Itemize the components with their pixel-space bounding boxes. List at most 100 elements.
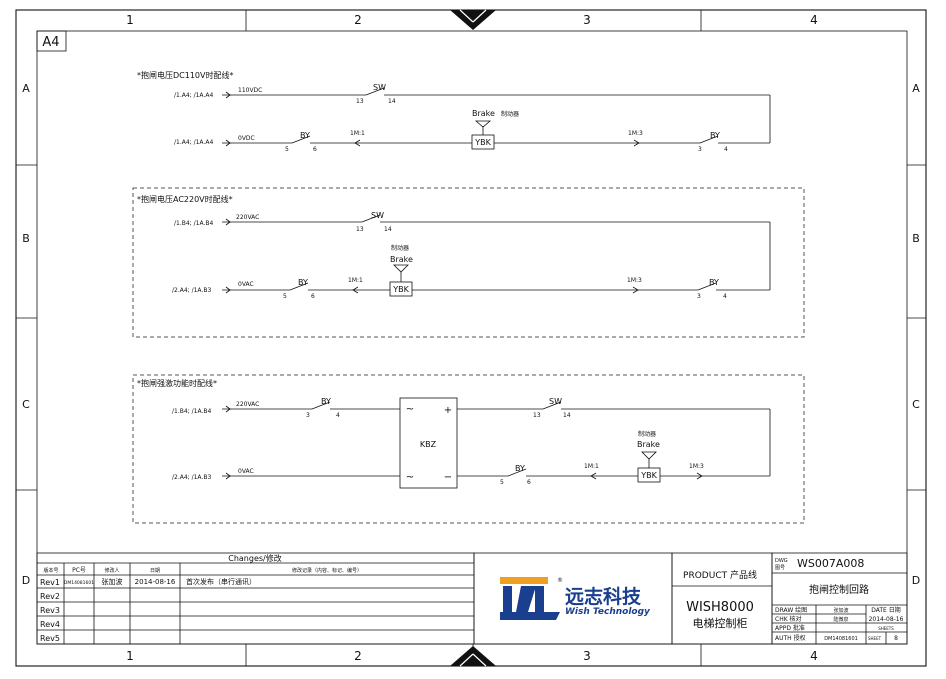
row-label-c: C	[22, 398, 30, 411]
circuit2-coil-label: YBK	[392, 285, 409, 294]
circuit1-by2-pin-a: 3	[698, 146, 702, 153]
circuit-boost: *抱闸强激功能时配线* /1.B4; /1A.B4 /2.A4; /1A.B3 …	[132, 374, 805, 524]
appd-label: APPD 批准	[775, 624, 805, 632]
circuit1-by2-contact	[699, 135, 719, 144]
circuit3-by2-contact	[507, 468, 527, 477]
drawing-frame: 1 2 3 4 1 2 3 4 A B C D A B C D A4	[15, 9, 927, 667]
circuit1-conn2: 1M:3	[628, 130, 643, 137]
auth-label: AUTH 授权	[775, 634, 806, 642]
circuit1-brake-cn: 制动器	[501, 110, 519, 118]
circuit1-sw-contact	[365, 87, 385, 96]
circuit1-voltage-bottom: 0VDC	[238, 135, 255, 142]
col-label-3: 3	[583, 13, 591, 27]
circuit3-by1-pin-a: 3	[306, 412, 310, 419]
circuit1-by2-pin-b: 4	[724, 146, 728, 153]
changes-row1-rev: Rev1	[40, 578, 60, 587]
circuit3-sw-contact	[542, 401, 562, 410]
changes-header-pc: PC号	[72, 567, 86, 574]
product-block: PRODUCT 产品线 WISH8000 电梯控制柜	[671, 552, 773, 645]
circuit2-by1-pin-a: 5	[283, 293, 287, 300]
col-label-2: 2	[354, 13, 362, 27]
circuit1-title: *抱闸电压DC110V时配线*	[137, 70, 234, 80]
circuit2-brake-en: Brake	[390, 255, 413, 264]
col-label-4: 4	[810, 13, 818, 27]
sheet-value: 8	[894, 635, 898, 642]
circuit3-brake-cn: 制动器	[638, 430, 656, 438]
date-value: 2014-08-16	[869, 616, 904, 623]
changes-row5-rev: Rev5	[40, 634, 60, 643]
circuit2-voltage-top: 220VAC	[236, 214, 259, 221]
product-name: 电梯控制柜	[693, 616, 748, 630]
kbz-ac-in-bottom: ~	[406, 472, 414, 483]
col-label-3-bottom: 3	[583, 649, 591, 663]
circuit2-sw-pin-b: 14	[384, 226, 392, 233]
circuit2-terminal-bottom	[222, 286, 232, 294]
product-label: PRODUCT 产品线	[683, 569, 757, 581]
circuit1-sw-label: SW	[373, 83, 386, 92]
circuit3-conn2-arrow	[696, 472, 703, 480]
circuit3-terminal-bottom	[222, 472, 232, 480]
changes-row1-date: 2014-08-16	[135, 578, 176, 586]
circuit1-coil-label: YBK	[474, 138, 491, 147]
circuit1-conn2-arrow	[633, 139, 640, 147]
dwg-label-cn: 图号	[775, 565, 785, 571]
row-label-b-right: B	[912, 232, 920, 245]
drawing-number: WS007A008	[797, 557, 864, 570]
changes-title: Changes/修改	[228, 553, 282, 563]
sheet-size-box	[36, 30, 67, 52]
circuit3-by2-pin-a: 5	[500, 479, 504, 486]
circuit3-sw-pin-a: 13	[533, 412, 541, 419]
logo-en-text: Wish Technology	[565, 607, 651, 617]
circuit3-by1-label: BY	[321, 397, 331, 406]
circuit1-voltage-top: 110VDC	[238, 87, 262, 94]
circuit1-brake-en: Brake	[472, 109, 495, 118]
dwg-label-en: DWG	[775, 558, 788, 564]
circuit1-ref-bottom: /1.A4; /1A.A4	[174, 139, 213, 146]
circuit2-brake-symbol	[393, 264, 409, 273]
changes-row1-pc: DM14081601	[64, 580, 94, 586]
col-label-1: 1	[126, 13, 134, 27]
circuit3-by2-label: BY	[515, 464, 525, 473]
row-label-a: A	[22, 82, 30, 95]
kbz-plus: +	[444, 405, 452, 416]
top-center-marker	[450, 10, 496, 30]
logo-cn-text: 远志科技	[565, 585, 642, 608]
circuit2-sw-pin-a: 13	[356, 226, 364, 233]
circuit2-title: *抱闸电压AC220V时配线*	[137, 194, 233, 204]
circuit3-by1-contact	[311, 401, 331, 410]
circuit1-brake-symbol	[474, 120, 492, 128]
circuit3-coil-label: YBK	[640, 471, 657, 480]
circuit3-brake-symbol	[641, 451, 657, 460]
circuit-dc110v: *抱闸电压DC110V时配线* /1.A4; /1A.A4 /1.A4; /1A…	[137, 70, 771, 153]
draw-label: DRAW 绘图	[775, 606, 807, 614]
circuit3-sw-pin-b: 14	[563, 412, 571, 419]
circuit1-conn1: 1M:1	[350, 130, 365, 137]
title-block: DWG 图号 WS007A008 抱闸控制回路 DRAW 绘图 张加波 CHK …	[771, 552, 908, 645]
row-label-b: B	[22, 232, 30, 245]
sheet-size-label: A4	[42, 35, 59, 50]
circuit3-conn1-arrow	[590, 472, 597, 480]
kbz-label: KBZ	[420, 440, 437, 449]
circuit1-terminal-top	[222, 91, 232, 99]
draw-value: 张加波	[833, 607, 848, 614]
changes-row2-rev: Rev2	[40, 592, 60, 601]
drawing-title: 抱闸控制回路	[809, 583, 869, 596]
circuit3-conn2: 1M:3	[689, 463, 704, 470]
circuit2-sw-contact	[361, 214, 381, 223]
circuit-ac220v: *抱闸电压AC220V时配线* /1.B4; /1A.B4 /2.A4; /1A…	[132, 187, 805, 338]
circuit3-ref-bottom: /2.A4; /1A.B3	[172, 474, 211, 481]
circuit1-conn1-arrow	[354, 139, 361, 147]
kbz-minus: −	[444, 472, 452, 483]
circuit1-by1-label: BY	[300, 131, 310, 140]
circuit3-by2-pin-b: 6	[527, 479, 531, 486]
circuit3-terminal-top	[222, 405, 232, 413]
circuit2-conn1-arrow	[352, 286, 359, 294]
circuit3-by1-pin-b: 4	[336, 412, 340, 419]
changes-row1-by: 张加波	[102, 577, 123, 586]
kbz-ac-in-top: ~	[406, 404, 414, 415]
chk-value: 陆微泉	[833, 616, 848, 623]
circuit3-title: *抱闸强激功能时配线*	[137, 378, 217, 388]
changes-header-by: 修改人	[104, 567, 119, 574]
circuit2-dashed-box	[132, 187, 805, 338]
